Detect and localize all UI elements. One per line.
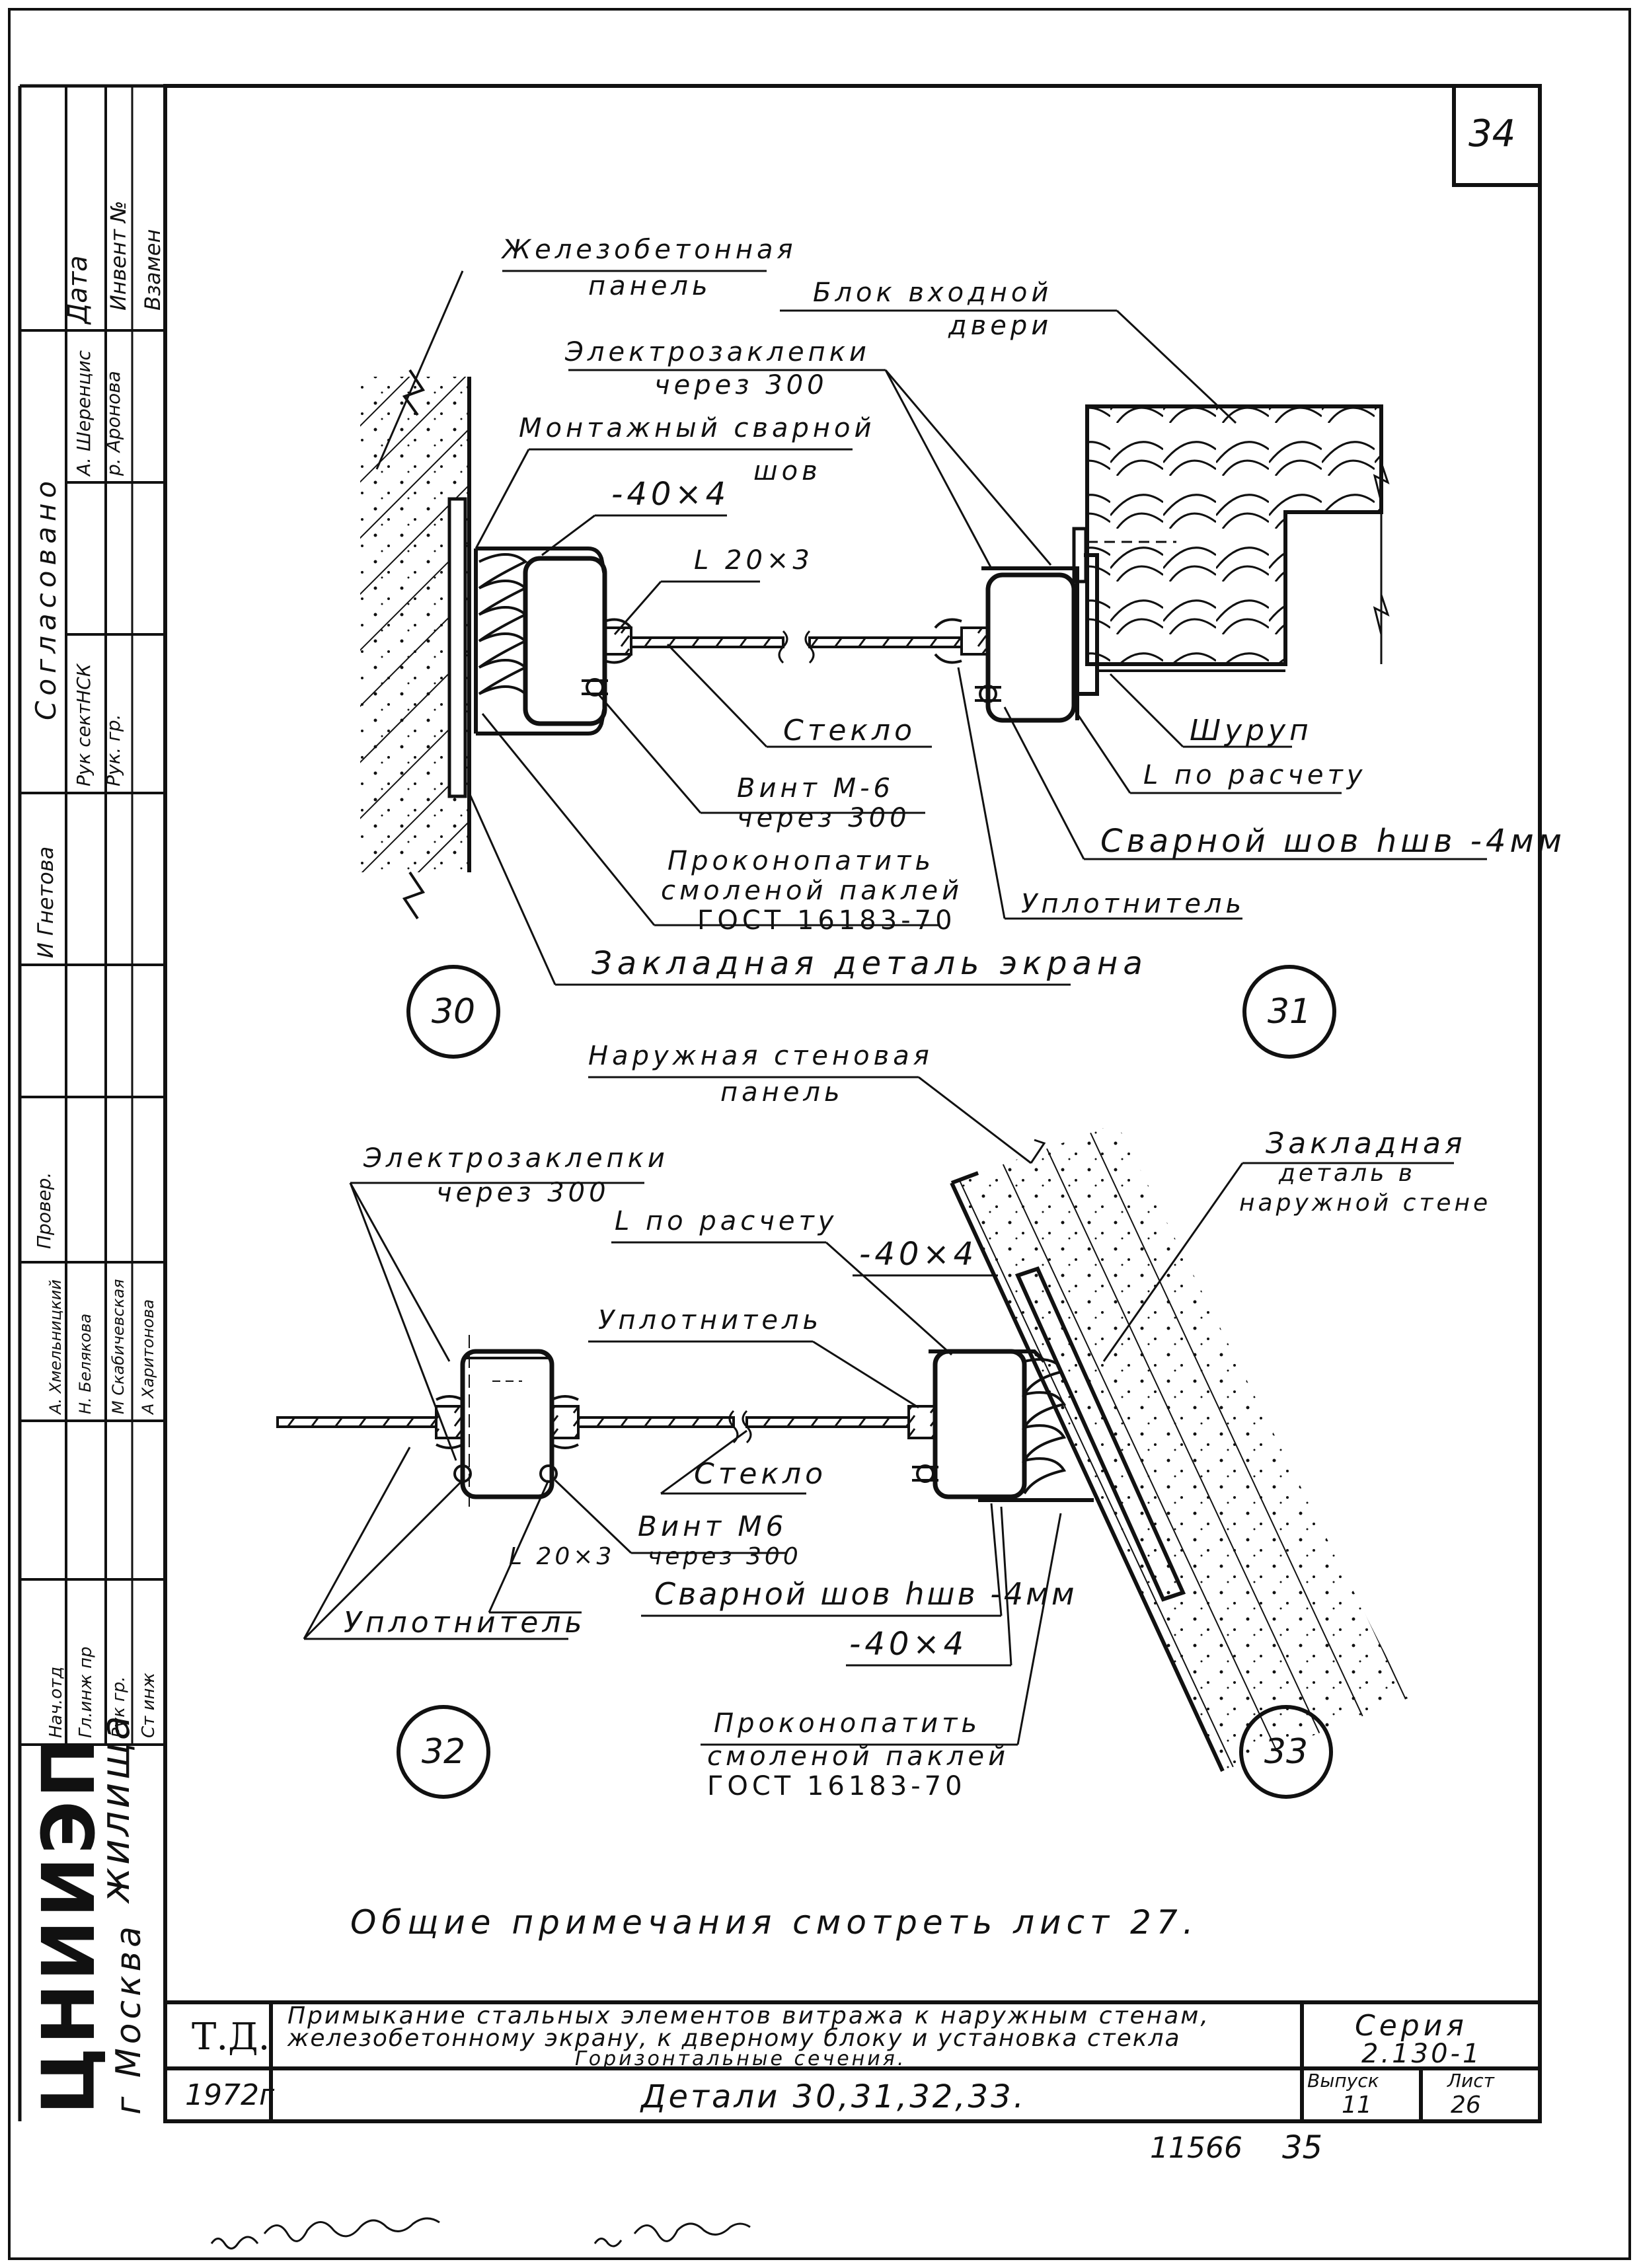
title-line-2: железобетонному экрану, к дверному блоку…: [287, 2025, 1181, 2052]
d30-glass-label: Стекло: [783, 714, 917, 747]
detail-32-badge: 32: [397, 1705, 490, 1799]
d33-angle-label: L по расчету: [615, 1206, 838, 1236]
d33-caulk-label-2: смоленой паклей: [707, 1741, 1010, 1772]
bottom-number-left: 11566: [1150, 2131, 1242, 2165]
title-line-1: Примыкание стальных элементов витража к …: [287, 2002, 1210, 2029]
d30-panel-label-1: Железобетонная: [502, 235, 797, 265]
d30-embed-label: Закладная деталь экрана: [591, 945, 1148, 982]
issue-value: 11: [1342, 2092, 1372, 2119]
stamp-staff-4: А Харитонова: [139, 1299, 157, 1414]
stamp-group-head: Рук. гр.: [102, 714, 124, 786]
stamp-staff-3: М Скабичевская: [109, 1279, 128, 1414]
stamp-staff-2: Н. Белякова: [76, 1313, 95, 1414]
d30-screw-label-1: Винт М-6: [737, 773, 894, 804]
issue-label: Выпуск: [1307, 2070, 1379, 2092]
d30-screw-label-2: через 300: [737, 803, 911, 833]
d32-rivets-label-1: Электрозаклепки: [363, 1143, 669, 1174]
detail-31-badge: 31: [1242, 965, 1336, 1059]
stamp-agreed-name-2: р. Аронова: [102, 371, 124, 476]
d31-angle-label: L по расчету: [1143, 760, 1367, 790]
d31-seal-label: Уплотнитель: [1021, 889, 1246, 919]
stamp-agreed-name-1: А. Шеренцис: [73, 350, 95, 476]
d33-embed-label-3: наружной стене: [1239, 1190, 1492, 1217]
d30-caulk-label-3: ГОСТ 16183-70: [697, 905, 956, 936]
bottom-number-right: 35: [1282, 2129, 1323, 2166]
stamp-agreed-label: Согласовано: [30, 475, 62, 720]
d33-strip-label-bottom: -40×4: [849, 1626, 968, 1663]
institute-city: г Москва: [109, 1922, 149, 2115]
title-line-3: Горизонтальные сечения.: [575, 2047, 907, 2070]
detail-30-graphic: [360, 369, 788, 920]
d30-weld-label-2: шов: [753, 456, 821, 486]
stamp-staff-1: А. Хмельницкий: [46, 1279, 65, 1414]
d31-rivets-label-2: через 300: [654, 370, 828, 400]
stamp-date-label: Дата: [63, 255, 93, 324]
d33-weld-label: Сварной шов hшв -4мм: [654, 1576, 1077, 1612]
d31-rivets-label-1: Электрозаклепки: [565, 337, 870, 367]
series-value: 2.130-1: [1361, 2039, 1482, 2069]
d33-screw-label-2: через 300: [648, 1543, 802, 1570]
d30-angle-label: L 20×3: [694, 545, 814, 576]
d31-door-label-2: двери: [948, 311, 1053, 341]
d32-angle-label: L 20×3: [509, 1543, 615, 1570]
stamp-dept-1: Нач.отд: [46, 1666, 66, 1738]
d33-screw-label-1: Винт М6: [638, 1510, 788, 1542]
d33-seal-label: Уплотнитель: [598, 1305, 823, 1336]
d31-door-label-1: Блок входной: [813, 278, 1053, 308]
d32-rivets-label-2: через 300: [436, 1178, 610, 1208]
stamp-replaces-label: Взамен: [140, 229, 165, 311]
detail-32-graphic: [276, 1335, 735, 1513]
stamp-name-gnetova: И Гнетова: [33, 846, 58, 958]
detail-30-badge: 30: [406, 965, 500, 1059]
d33-wall-label-1: Наружная стеновая: [588, 1041, 933, 1071]
sheet-label: Лист: [1447, 2070, 1494, 2092]
detail-31-graphic: [804, 404, 1390, 723]
general-note: Общие примечания смотреть лист 27.: [350, 1903, 1199, 1942]
d31-screw-label: Шуруп: [1190, 714, 1313, 747]
d31-weld-label: Сварной шов hшв -4мм: [1100, 823, 1566, 860]
series-label: Серия: [1355, 2009, 1468, 2043]
stamp-inv-label: Инвент №: [106, 200, 131, 311]
detail-33-badge: 33: [1239, 1705, 1333, 1799]
stamp-checked-label: Провер.: [33, 1172, 55, 1249]
d32-seal-label: Уплотнитель: [344, 1606, 586, 1640]
d33-caulk-label-3: ГОСТ 16183-70: [707, 1771, 966, 1801]
d33-caulk-label-1: Проконопатить: [714, 1708, 981, 1739]
stamp-sector-head: Рук сектНСК: [73, 663, 95, 786]
sheet-number: 34: [1468, 112, 1516, 155]
sheet-value: 26: [1451, 2092, 1481, 2119]
title-details: Детали 30,31,32,33.: [641, 2078, 1026, 2115]
d33-strip-label-top: -40×4: [859, 1236, 978, 1273]
title-year: 1972г: [185, 2078, 275, 2112]
d30-weld-label-1: Монтажный сварной: [519, 413, 876, 443]
detail-33-graphic: [728, 1123, 1408, 1772]
d33-glass-label: Стекло: [694, 1457, 827, 1491]
d30-panel-label-2: панель: [588, 271, 712, 301]
d30-caulk-label-1: Проконопатить: [667, 846, 935, 876]
stamp-dept-4: Ст инж: [139, 1673, 159, 1738]
title-td: Т.Д.: [192, 2016, 270, 2059]
d33-embed-label-2: деталь в: [1279, 1160, 1416, 1187]
d30-caulk-label-2: смоленой паклей: [661, 876, 964, 906]
d33-wall-label-2: панель: [720, 1077, 844, 1108]
institute-sub: жилища: [93, 1713, 139, 1903]
d33-embed-label-1: Закладная: [1266, 1127, 1467, 1160]
d30-strip-label: -40×4: [611, 476, 730, 513]
